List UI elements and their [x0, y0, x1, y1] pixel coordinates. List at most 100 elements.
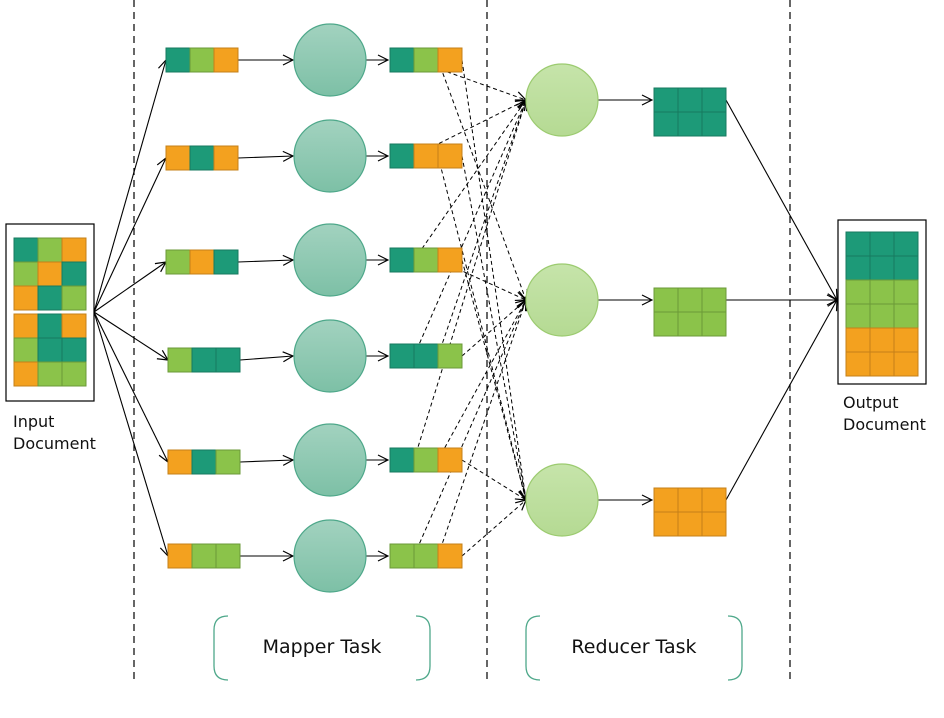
mapper-output-cell-green [413, 543, 439, 569]
split-arrow [93, 60, 166, 313]
reducer-output-cell-teal [653, 87, 679, 113]
mapper-output-cell-teal [389, 447, 415, 473]
split-arrow [93, 311, 168, 556]
reducer-output-cell-orange [677, 487, 703, 513]
mapper-output-cell-orange [437, 447, 463, 473]
mapper-output-cell-orange [437, 543, 463, 569]
shuffle-line-orange [461, 500, 526, 557]
shuffle-line-orange [461, 459, 526, 500]
mapper-output-cell-green [389, 543, 415, 569]
reducer-node-teal [525, 63, 599, 137]
reducer-task-label: Reducer Task [571, 636, 697, 658]
reducer-output-cell-orange [677, 511, 703, 537]
input-cell-green [13, 337, 39, 363]
output-label-line2: Document [843, 415, 926, 434]
mapper-node [293, 423, 367, 497]
reducer-output-cell-green [677, 311, 703, 337]
output-cell-teal [893, 255, 919, 281]
output-cell-orange [845, 351, 871, 377]
mapper-input-cell-orange [165, 145, 191, 171]
input-cell-green [37, 237, 63, 263]
mapper-input-cell-green [189, 47, 215, 73]
mapper-input-cell-green [165, 249, 191, 275]
mapper-output-cell-green [413, 447, 439, 473]
reducer-output-cell-teal [701, 87, 727, 113]
mapper-output-cell-orange [437, 47, 463, 73]
reducer-output-cell-green [653, 287, 679, 313]
mapper-input-cell-orange [189, 249, 215, 275]
mapper-output-cell-orange [437, 143, 463, 169]
mapper-output-cell-orange [437, 247, 463, 273]
map-input-arrow [239, 460, 293, 462]
reducer-output-cell-teal [677, 87, 703, 113]
reducer-output-cell-green [653, 311, 679, 337]
output-document-label: Output Document [843, 392, 926, 436]
mapper-input-cell-teal [191, 449, 217, 475]
input-cell-green [13, 261, 39, 287]
mapper-output-cell-orange [413, 143, 439, 169]
output-cell-green [869, 279, 895, 305]
output-cell-teal [869, 255, 895, 281]
phase-dividers [133, 0, 791, 680]
mapper-input-cell-teal [215, 347, 241, 373]
merge-arrow [725, 99, 837, 300]
input-cell-teal [37, 337, 63, 363]
output-cell-green [845, 303, 871, 329]
output-cell-green [893, 303, 919, 329]
flow-arrows [93, 60, 837, 556]
mapper-input-cell-green [191, 543, 217, 569]
mapper-output-cell-green [413, 247, 439, 273]
output-cell-green [869, 303, 895, 329]
reducer-task-bracket [525, 615, 743, 681]
reducer-node-green [525, 263, 599, 337]
input-cell-teal [37, 285, 63, 311]
map-input-arrow [239, 356, 293, 360]
mapper-output-cell-green [413, 47, 439, 73]
mapper-input-cell-orange [167, 543, 193, 569]
mapper-input-cell-teal [191, 347, 217, 373]
reducer-output-cell-orange [653, 487, 679, 513]
input-cell-green [61, 285, 87, 311]
shuffle-line-teal [413, 100, 526, 261]
split-arrow [93, 311, 168, 360]
reducer-output-cell-teal [701, 111, 727, 137]
mapper-node [293, 223, 367, 297]
mapper-input-cell-teal [189, 145, 215, 171]
shuffle-line-orange [437, 155, 526, 500]
output-cell-teal [869, 231, 895, 257]
output-cell-orange [869, 351, 895, 377]
mapper-input-cell-green [215, 449, 241, 475]
reducer-output-cell-teal [677, 111, 703, 137]
shuffle-line-green [437, 59, 526, 300]
output-cell-orange [845, 327, 871, 353]
mapper-task-bracket [213, 615, 431, 681]
shuffle-line-green [437, 300, 526, 557]
mapper-output-cell-teal [389, 143, 415, 169]
output-cell-teal [893, 231, 919, 257]
reducer-output-cell-orange [701, 487, 727, 513]
map-input-arrow [237, 260, 293, 262]
reducer-node-orange [525, 463, 599, 537]
diagram-shapes [5, 23, 927, 681]
output-cell-orange [869, 327, 895, 353]
mapper-node [293, 23, 367, 97]
output-cell-teal [845, 231, 871, 257]
reducer-output-cell-orange [701, 511, 727, 537]
shuffle-line-orange [461, 59, 526, 500]
mapper-task-bracket-left [213, 615, 229, 681]
output-label-line1: Output [843, 393, 899, 412]
input-cell-teal [61, 337, 87, 363]
reducer-output-cell-orange [653, 511, 679, 537]
shuffle-line-orange [461, 259, 526, 500]
mapper-output-cell-teal [389, 247, 415, 273]
input-document-label: Input Document [13, 411, 96, 455]
mapper-input-cell-green [215, 543, 241, 569]
input-cell-green [61, 361, 87, 387]
input-cell-orange [13, 361, 39, 387]
shuffle-line-green [437, 300, 526, 461]
mapper-node [293, 119, 367, 193]
shuffle-line-teal [413, 59, 526, 100]
shuffle-line-green [461, 300, 526, 357]
input-label-line1: Input [13, 412, 55, 431]
shuffle-line-green [413, 300, 526, 557]
